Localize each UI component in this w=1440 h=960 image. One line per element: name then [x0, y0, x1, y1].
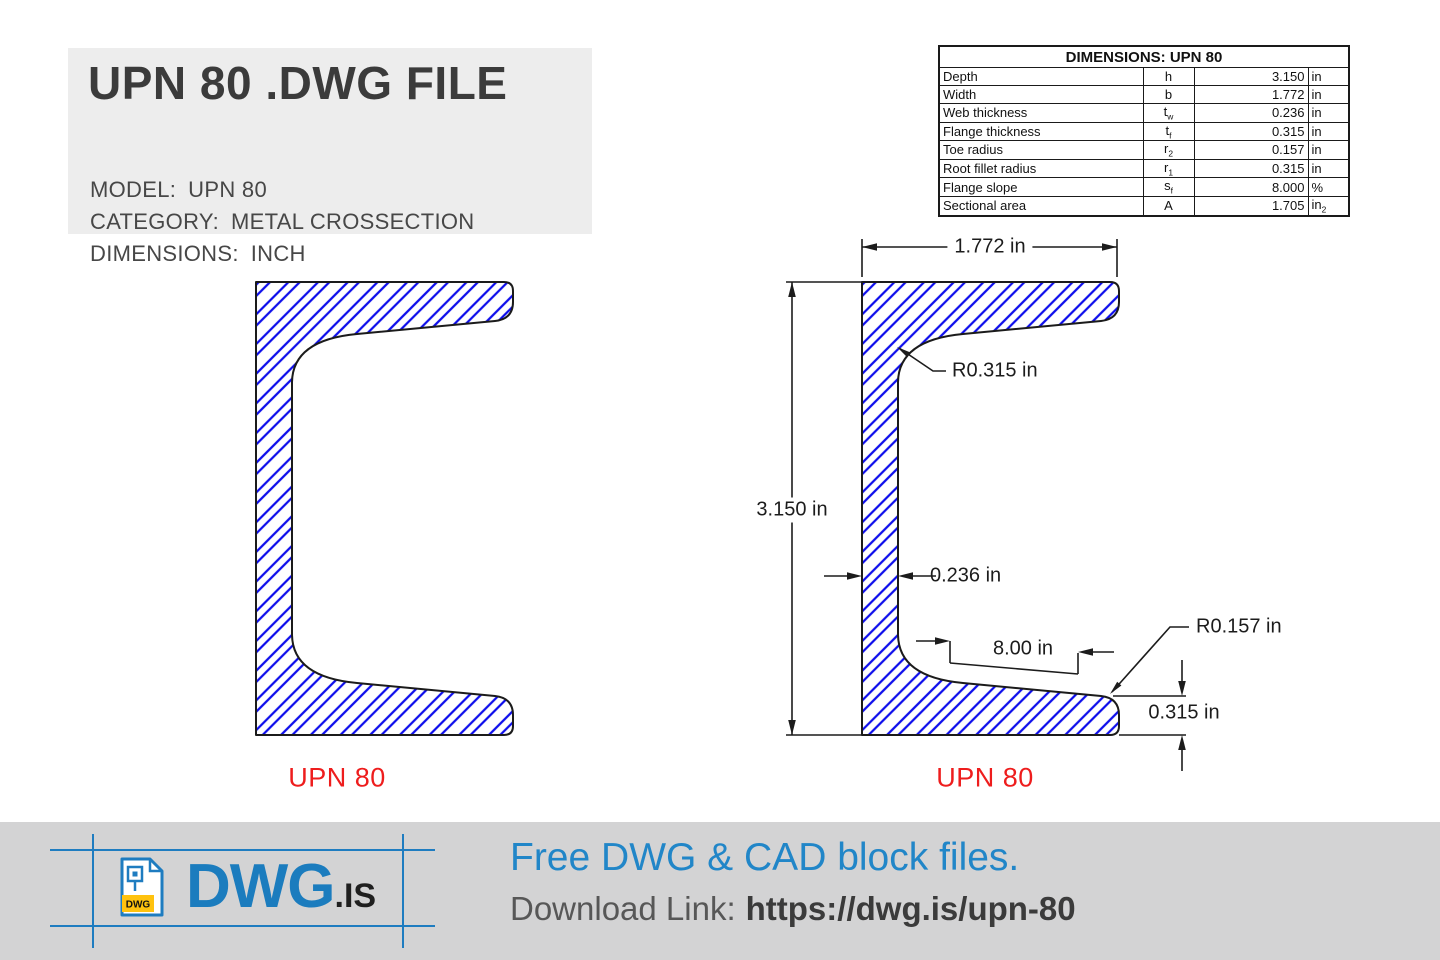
unit-cell: in	[1307, 85, 1350, 104]
dim-label-width: 1.772 in	[947, 234, 1033, 260]
value-cell: 8.000	[1193, 177, 1309, 197]
value-cell: 0.236	[1193, 103, 1309, 123]
logo-is-text: .IS	[334, 877, 377, 915]
property-name-cell: Sectional area	[938, 195, 1144, 217]
unit-cell: in	[1307, 67, 1350, 86]
dim-label-flange-slope: 8.00 in	[992, 637, 1054, 660]
property-name-cell: Depth	[938, 67, 1144, 86]
crop-mark-horizontal-top	[50, 849, 435, 851]
symbol-cell: sf	[1142, 177, 1195, 197]
symbol-cell: r2	[1142, 140, 1195, 160]
symbol-cell: tw	[1142, 103, 1195, 123]
model-label: MODEL:	[90, 177, 177, 202]
logo-dwg-text: DWG	[186, 852, 336, 921]
dim-label-flange-thickness: 0.315 in	[1148, 701, 1220, 724]
unit-cell: in	[1307, 158, 1350, 179]
dimensions-label: DIMENSIONS:	[90, 241, 239, 266]
dim-label-depth: 3.150 in	[749, 497, 835, 523]
value-cell: 1.772	[1193, 85, 1309, 104]
channel-shape	[255, 281, 514, 736]
value-cell: 0.315	[1193, 121, 1309, 142]
crop-mark-vertical-left	[92, 834, 94, 948]
dwg-file-icon: DWG	[120, 857, 164, 917]
left-section-drawing	[255, 281, 514, 736]
footer: DWG DWG.IS Free DWG & CAD block files. D…	[0, 822, 1440, 960]
right-section-label: UPN 80	[936, 762, 1034, 793]
symbol-cell: h	[1142, 67, 1195, 86]
header-info: MODEL:UPN 80 CATEGORY:METAL CROSSECTION …	[90, 174, 475, 270]
unit-cell: in	[1307, 140, 1350, 160]
property-name-cell: Web thickness	[938, 103, 1144, 123]
property-name-cell: Root fillet radius	[938, 158, 1144, 179]
model-value: UPN 80	[188, 177, 267, 202]
dim-label-root-radius: R0.315 in	[952, 359, 1038, 382]
value-cell: 1.705	[1193, 195, 1309, 217]
property-name-cell: Flange slope	[938, 177, 1144, 197]
symbol-cell: r1	[1142, 158, 1195, 179]
value-cell: 0.157	[1193, 140, 1309, 160]
unit-cell: %	[1307, 177, 1350, 197]
unit-cell: in2	[1307, 195, 1350, 217]
property-name-cell: Width	[938, 85, 1144, 104]
symbol-cell: b	[1142, 85, 1195, 104]
category-label: CATEGORY:	[90, 209, 220, 234]
dimensions-line: DIMENSIONS: INCH	[90, 238, 475, 270]
table-title: DIMENSIONS: UPN 80	[938, 45, 1350, 68]
value-cell: 3.150	[1193, 67, 1309, 86]
download-url-link[interactable]: https://dwg.is/upn-80	[745, 890, 1076, 927]
download-label: Download Link:	[510, 890, 736, 927]
footer-tagline: Free DWG & CAD block files.	[510, 836, 1020, 879]
category-line: CATEGORY: METAL CROSSECTION	[90, 206, 475, 238]
unit-cell: in	[1307, 121, 1350, 142]
category-value: METAL CROSSECTION	[231, 209, 475, 234]
dwg-is-logo: DWG.IS	[186, 856, 376, 918]
crop-mark-horizontal-bottom	[50, 925, 435, 927]
dwg-icon-label: DWG	[126, 900, 151, 911]
dim-label-web-thickness: 0.236 in	[930, 564, 1002, 587]
left-section-label: UPN 80	[288, 762, 386, 793]
crop-mark-vertical-right	[402, 834, 404, 948]
dimension-arrowheads	[788, 243, 1186, 750]
page-title: UPN 80 .DWG FILE	[88, 57, 508, 109]
download-line: Download Link:https://dwg.is/upn-80	[510, 890, 1076, 928]
value-cell: 0.315	[1193, 158, 1309, 179]
property-name-cell: Flange thickness	[938, 121, 1144, 142]
header-box: UPN 80 .DWG FILE MODEL: UPN 80 CATEGORY: M…	[68, 48, 592, 266]
dimensions-value: INCH	[250, 241, 306, 266]
unit-cell: in	[1307, 103, 1350, 123]
symbol-cell: A	[1142, 195, 1195, 217]
dim-label-toe-radius: R0.157 in	[1196, 615, 1282, 638]
property-name-cell: Toe radius	[938, 140, 1144, 160]
symbol-cell: tf	[1142, 121, 1195, 142]
model-line: MODEL: UPN 80	[90, 174, 475, 206]
